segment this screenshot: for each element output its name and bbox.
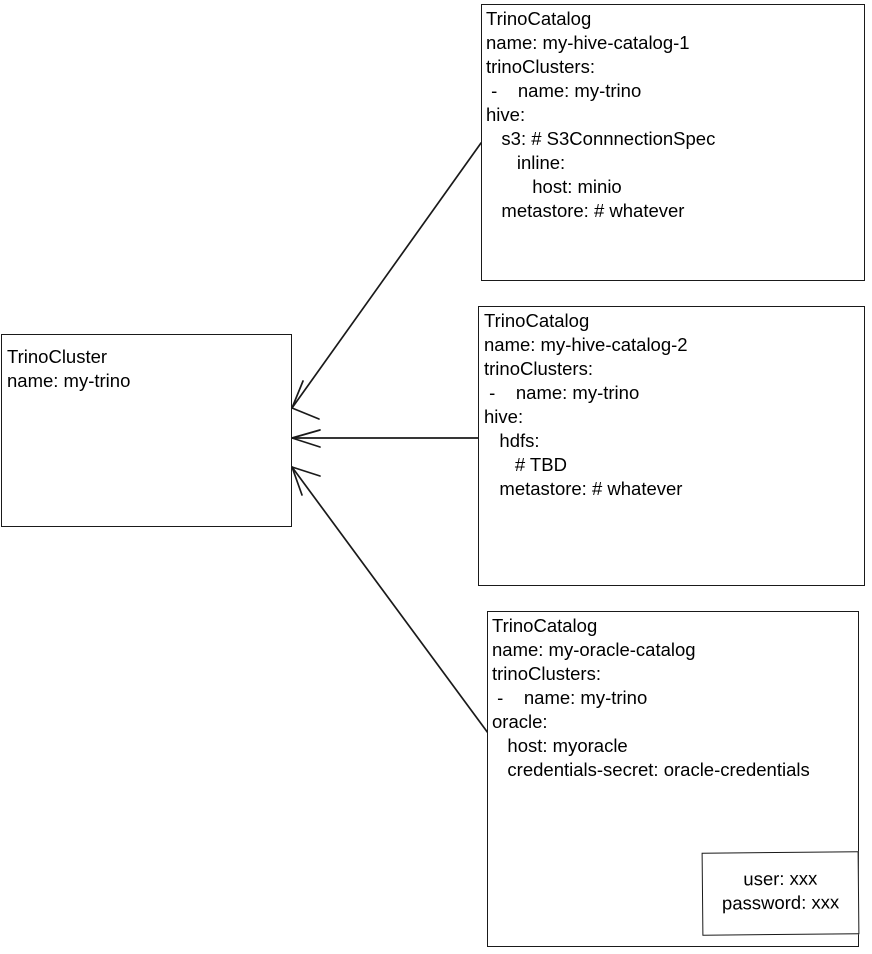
node-trino-catalog-hive-2[interactable]: [478, 306, 865, 586]
arrowhead-barb: [291, 429, 321, 439]
edge-catalog-oracle-to-cluster: [291, 466, 489, 734]
node-secret[interactable]: user: xxx password: xxx: [701, 851, 860, 936]
node-trino-catalog-hive-1-text: TrinoCatalog name: my-hive-catalog-1 tri…: [486, 8, 716, 221]
arrowhead-barb: [291, 437, 321, 448]
arrowhead-barb: [291, 407, 320, 420]
edge-catalog-hive-1-to-cluster: [291, 142, 482, 420]
node-trino-catalog-hive-2-text: TrinoCatalog name: my-hive-catalog-2 tri…: [484, 310, 688, 499]
node-trino-cluster-text: TrinoCluster name: my-trino: [7, 346, 131, 391]
node-trino-catalog-oracle[interactable]: [487, 611, 859, 947]
node-trino-cluster[interactable]: [1, 334, 292, 527]
arrowhead-barb: [291, 466, 321, 477]
arrowhead-barb: [291, 380, 304, 409]
node-trino-catalog-oracle-text: TrinoCatalog name: my-oracle-catalog tri…: [492, 615, 810, 780]
node-secret-text: user: xxx password: xxx: [721, 867, 840, 914]
edge-catalog-hive-2-to-cluster: [291, 429, 479, 448]
node-trino-catalog-hive-1[interactable]: [481, 4, 865, 281]
arrowhead-barb: [291, 466, 303, 496]
